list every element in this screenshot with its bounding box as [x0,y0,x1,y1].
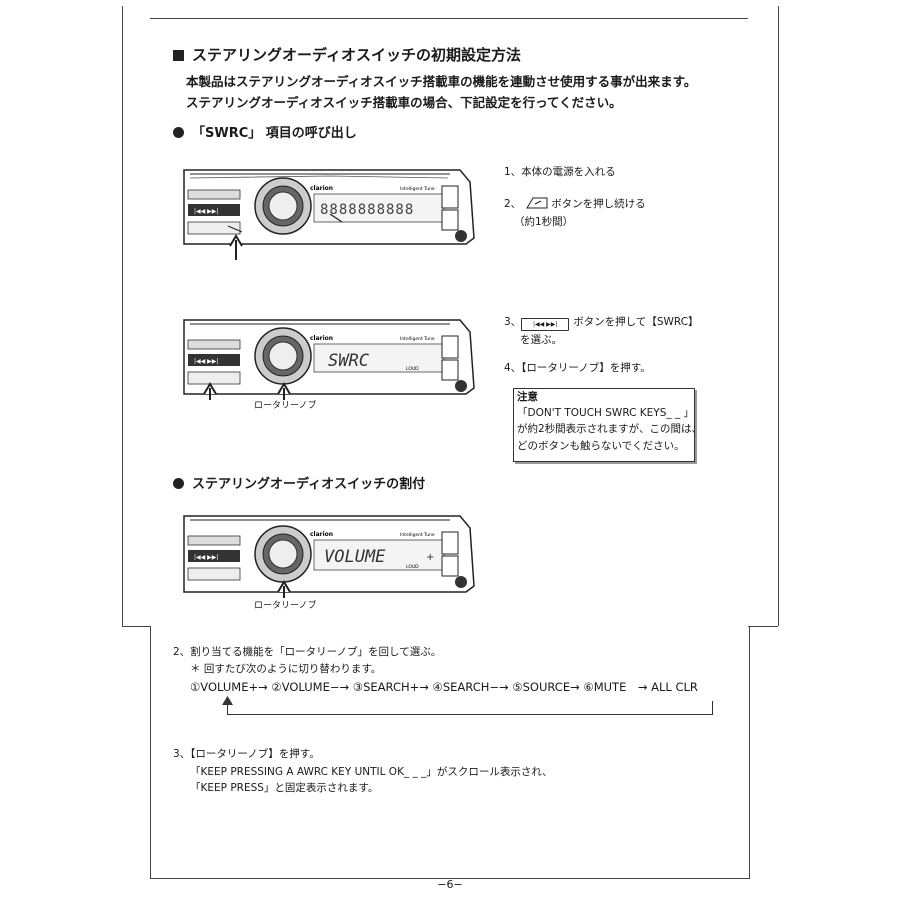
caution-line-1: 「DON'T TOUCH SWRC KEYS_ _ 」 [517,407,695,419]
caution-box: 注意 「DON'T TOUCH SWRC KEYS_ _ 」 が約2秒間表示され… [513,388,702,462]
square-bullet-icon [173,50,184,61]
step-4: 4、【ロータリーノブ】を押す。 [504,362,651,374]
loop-arrowhead-icon [222,696,233,705]
circle-bullet-icon [173,127,184,138]
display-text-1: 8888888888 [320,202,414,218]
head-unit-illustration-3: |◀◀ ▶▶| clarion Intelligent Tune VOLUME … [183,515,475,598]
lower-step-3-line-2: 「KEEP PRESS」と固定表示されます。 [190,782,379,794]
step-3-sub: を選ぶ。 [520,334,562,346]
intro-line-1: 本製品はステアリングオーディオスイッチ搭載車の機能を連動させ使用する事が出来ます… [186,74,697,89]
brand-label: clarion [310,531,333,538]
frame-join-left [122,626,150,627]
lower-step-3: 3、【ロータリーノブ】を押す。 [173,748,320,760]
caution-line-2: が約2秒間表示されますが、この間は、 [517,423,702,435]
loud-indicator: LOUD [406,366,419,372]
tagline-label: Intelligent Tune [400,186,435,192]
step-1: 1、本体の電源を入れる [504,166,616,178]
tagline-label: Intelligent Tune [400,532,435,538]
knob-caption-1: ロータリーノブ [254,401,317,411]
svg-text:|◀◀ ▶▶|: |◀◀ ▶▶| [194,554,218,561]
subsection-2-heading: ステアリングオーディオスイッチの割付 [173,473,425,492]
step-2-text: ボタンを押し続ける [551,198,646,210]
loop-arrow [227,701,713,715]
brand-label: clarion [310,185,333,192]
menu-button-icon [526,197,548,209]
subsection-1-title: 「SWRC」 項目の呼び出し [192,126,357,141]
lower-step-3-line-1: 「KEEP PRESSING A AWRC KEY UNTIL OK_ _ _」… [190,766,553,778]
intro-line-2: ステアリングオーディオスイッチ搭載車の場合、下記設定を行ってください。 [186,95,622,110]
step-2: 2、 ボタンを押し続ける [504,196,646,211]
page-frame-upper [122,6,779,626]
display-text-3: VOLUME [324,547,386,567]
step-2-sub: （約1秒間） [514,216,574,228]
tagline-label: Intelligent Tune [400,336,435,342]
loud-indicator: LOUD [406,564,419,570]
display-text-2: SWRC [328,351,370,371]
svg-text:+: + [426,552,434,563]
head-unit-illustration-1: |◀◀ ▶▶| clarion Intelligent Tune 8888888… [183,169,475,260]
function-sequence: ①VOLUME+→ ②VOLUME−→ ③SEARCH+→ ④SEARCH−→ … [190,680,698,694]
subsection-2-title: ステアリングオーディオスイッチの割付 [192,477,426,492]
section-heading: ステアリングオーディオスイッチの初期設定方法 [173,44,521,65]
frame-top-line [150,18,748,19]
step-3-number: 3、 [504,316,522,328]
step-2-number: 2、 [504,198,522,210]
lower-step-2: 2、割り当てる機能を「ロータリーノブ」を回して選ぶ。 [173,646,442,658]
page-number: −6− [437,878,463,891]
step-3: 3、|◀◀ ▶▶|ボタンを押して【SWRC】 [504,314,699,331]
knob-caption-2: ロータリーノブ [254,601,317,611]
seek-button-icon: |◀◀ ▶▶| [521,318,570,331]
frame-join-right [748,626,778,627]
step-3-text: ボタンを押して【SWRC】 [573,316,699,328]
circle-bullet-icon [173,478,184,489]
caution-title: 注意 [517,391,538,403]
subsection-1-heading: 「SWRC」 項目の呼び出し [173,122,357,141]
caution-line-3: どのボタンも触らないでください。 [517,440,685,452]
page-frame-lower [150,626,750,879]
svg-text:|◀◀ ▶▶|: |◀◀ ▶▶| [194,358,218,365]
brand-label: clarion [310,335,333,342]
section-title: ステアリングオーディオスイッチの初期設定方法 [192,46,521,64]
head-unit-illustration-2: |◀◀ ▶▶| clarion Intelligent Tune SWRC LO… [183,319,475,400]
lower-step-2-note: ＊ 回すたび次のように切り替わります。 [190,663,382,675]
svg-text:|◀◀ ▶▶|: |◀◀ ▶▶| [194,208,218,215]
